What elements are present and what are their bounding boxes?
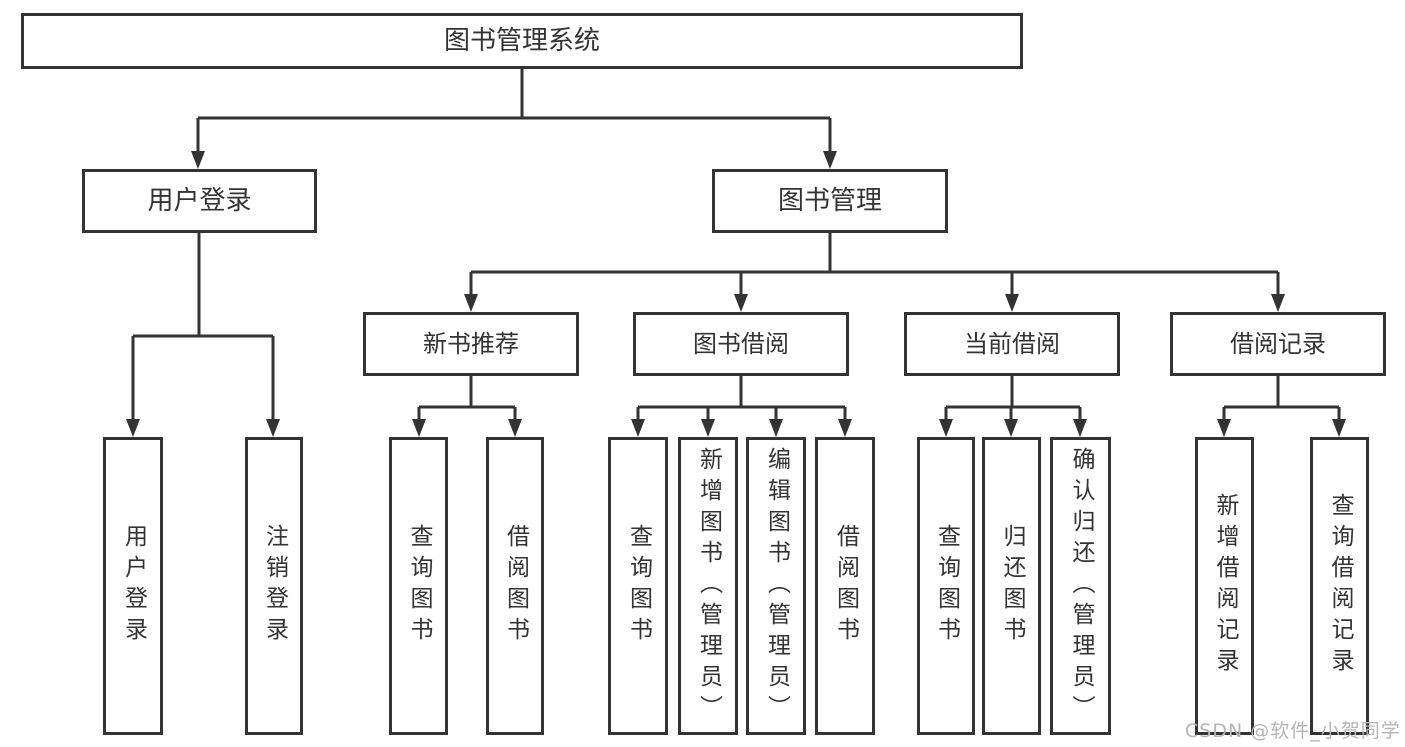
- node-root: 图书管理系统: [21, 13, 1023, 69]
- arrowhead: [734, 294, 748, 312]
- leaf-user-login: 用户登录: [103, 437, 163, 735]
- leaf-confirm-return-admin-label: 确认归还（管理员）: [1068, 446, 1094, 726]
- connector-login-to-leaves: [131, 233, 275, 420]
- node-user-login: 用户登录: [82, 169, 317, 233]
- node-borrow-records-label: 借阅记录: [1230, 330, 1326, 358]
- connector-recommend-to-leaves: [417, 376, 517, 420]
- leaf-query-borrow-record: 查询借阅记录: [1310, 437, 1369, 735]
- arrowhead: [412, 419, 426, 437]
- node-current-borrow: 当前借阅: [904, 312, 1120, 376]
- arrowhead: [1073, 419, 1087, 437]
- arrowhead: [464, 294, 478, 312]
- node-new-book-recommend: 新书推荐: [363, 312, 579, 376]
- connector-borrow-to-leaves: [636, 376, 847, 420]
- leaf-logout: 注销登录: [245, 437, 303, 735]
- csdn-watermark: CSDN @软件_小贺同学: [1185, 720, 1401, 742]
- leaf-query-borrow-record-label: 查询借阅记录: [1327, 493, 1353, 679]
- arrowhead: [1005, 294, 1019, 312]
- leaf-recommend-borrow-books-label: 借阅图书: [502, 524, 529, 648]
- leaf-add-borrow-record-label: 新增借阅记录: [1212, 493, 1238, 679]
- arrowhead: [1217, 419, 1231, 437]
- connector-management-to-level3: [469, 233, 1280, 295]
- arrowhead: [939, 419, 953, 437]
- leaf-add-books-admin: 新增图书（管理员）: [678, 437, 738, 735]
- leaf-borrow-borrow-books: 借阅图书: [815, 437, 875, 735]
- arrowhead: [1332, 419, 1346, 437]
- leaf-return-books-label: 归还图书: [999, 524, 1025, 648]
- leaf-return-books: 归还图书: [982, 437, 1041, 735]
- leaf-recommend-borrow-books: 借阅图书: [486, 437, 544, 735]
- node-current-borrow-label: 当前借阅: [964, 330, 1060, 358]
- leaf-user-login-label: 用户登录: [120, 524, 147, 648]
- leaf-recommend-query-books: 查询图书: [389, 437, 448, 735]
- node-user-login-label: 用户登录: [147, 186, 252, 216]
- node-borrow-records: 借阅记录: [1170, 312, 1386, 376]
- node-new-book-recommend-label: 新书推荐: [423, 330, 519, 358]
- connector-current-to-leaves: [944, 376, 1082, 420]
- leaf-borrow-query-books-label: 查询图书: [625, 524, 652, 648]
- node-book-borrow: 图书借阅: [633, 312, 849, 376]
- connector-root-to-level2: [196, 69, 832, 152]
- leaf-logout-label: 注销登录: [261, 524, 288, 648]
- leaf-add-borrow-record: 新增借阅记录: [1195, 437, 1254, 735]
- arrowhead: [823, 151, 837, 169]
- arrowhead: [838, 419, 852, 437]
- leaf-add-books-admin-label: 新增图书（管理员）: [695, 446, 722, 726]
- node-book-borrow-label: 图书借阅: [693, 330, 789, 358]
- node-book-management: 图书管理: [712, 169, 948, 233]
- leaf-edit-books-admin-label: 编辑图书（管理员）: [763, 446, 790, 726]
- arrowhead: [126, 419, 140, 437]
- arrowhead: [191, 151, 205, 169]
- arrowhead: [769, 419, 783, 437]
- leaf-borrow-query-books: 查询图书: [608, 437, 668, 735]
- leaf-confirm-return-admin: 确认归还（管理员）: [1050, 437, 1111, 735]
- leaf-edit-books-admin: 编辑图书（管理员）: [746, 437, 806, 735]
- leaf-borrow-borrow-books-label: 借阅图书: [832, 524, 859, 648]
- arrowhead: [266, 419, 280, 437]
- arrowhead: [631, 419, 645, 437]
- node-book-management-label: 图书管理: [777, 186, 882, 216]
- leaf-current-query-books: 查询图书: [917, 437, 975, 735]
- arrowhead: [508, 419, 522, 437]
- arrowhead: [1271, 294, 1285, 312]
- connector-records-to-leaves: [1222, 376, 1341, 420]
- leaf-current-query-books-label: 查询图书: [933, 524, 960, 648]
- leaf-recommend-query-books-label: 查询图书: [406, 524, 432, 648]
- arrowhead: [1004, 419, 1018, 437]
- node-root-label: 图书管理系统: [443, 26, 600, 56]
- arrowhead: [701, 419, 715, 437]
